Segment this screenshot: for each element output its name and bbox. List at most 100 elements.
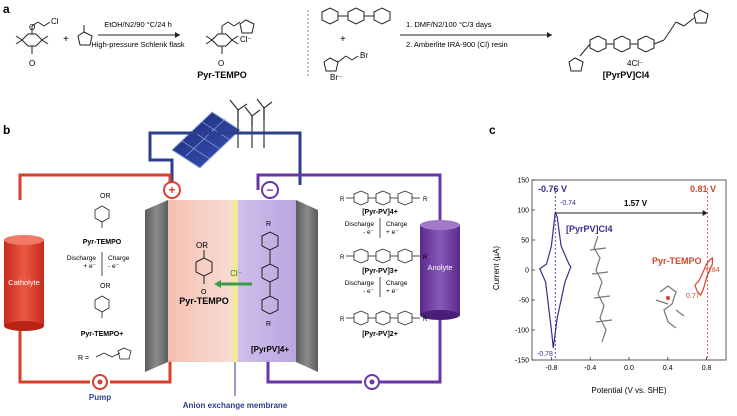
- product-counterion: Cl⁻: [240, 35, 252, 44]
- y-tick-label-1: -100: [515, 328, 529, 335]
- anolyte-loop-bottom-left: [266, 360, 362, 384]
- panel-b-label: b: [3, 123, 10, 137]
- rxn2-step2: 2. Amberlite IRA-900 (Cl) resin: [406, 40, 508, 49]
- r-label-2a: R: [340, 255, 345, 261]
- left-mol-top: Pyr-TEMPO: [83, 239, 122, 246]
- y-tick-label-3: 0: [525, 268, 529, 275]
- pump-label: Pump: [89, 393, 111, 402]
- right-charge-e-1: + e⁻: [386, 229, 399, 236]
- right-discharge-2: Discharge: [345, 280, 375, 287]
- right-discharge-1: Discharge: [345, 221, 375, 228]
- right-viologen-2: [346, 248, 420, 264]
- right-state-1: [Pyr-PV]4+: [362, 209, 398, 216]
- catholyte-label: Catholyte: [8, 278, 40, 287]
- product-counterion-4cl: 4Cl⁻: [627, 59, 643, 68]
- negative-terminal: [261, 181, 279, 199]
- center-tempo-o: O: [201, 289, 207, 296]
- y-tick-label-0: -150: [515, 358, 529, 365]
- left-tempo-structure-bottom: [94, 295, 110, 318]
- r-label-1b: R: [423, 197, 428, 203]
- r-equals: R =: [78, 355, 89, 362]
- reactant-bipyridine: [321, 7, 391, 25]
- nitroxide-o: O: [29, 59, 35, 68]
- right-redox-column: R R [Pyr-PV]4+ Discharge - e⁻ Charge + e…: [340, 190, 428, 338]
- left-tempo-structure-top: [94, 205, 110, 228]
- anion-exchange-membrane: [232, 200, 238, 362]
- left-charge-e: - e⁻: [108, 263, 119, 270]
- x-tick-label-1: -0.4: [584, 365, 596, 372]
- left-or-top: OR: [100, 193, 111, 200]
- cv-curve-pyrpv: [539, 211, 572, 349]
- label-tempo: Pyr-TEMPO: [652, 256, 702, 266]
- power-wire: [148, 131, 302, 185]
- left-discharge: Discharge: [67, 255, 97, 262]
- reactant-tempo-chloride: [15, 21, 51, 54]
- membrane-label: Anion exchange membrane: [183, 401, 288, 410]
- panel-c-label: c: [489, 123, 496, 137]
- positive-electrode: [145, 200, 168, 372]
- ann-left-potential: -0.76 V: [538, 184, 567, 194]
- rxn1-conditions-top: EtOH/N2/90 °C/24 h: [104, 20, 172, 29]
- catholyte-loop-bottom-right: [110, 360, 172, 384]
- right-discharge-e-2: - e⁻: [363, 288, 374, 295]
- anolyte-loop-bottom-right: [380, 318, 442, 384]
- anolyte-tank: [420, 225, 460, 315]
- r-group-structure: [95, 347, 132, 360]
- catholyte-pump-center: [97, 379, 103, 385]
- center-viologen-structure: [261, 231, 279, 315]
- oxygen-atom: O: [29, 23, 35, 32]
- ann-top-left: -0.74: [560, 200, 576, 207]
- catholyte-compartment: [168, 200, 232, 362]
- rxn1-conditions-bottom: High-pressure Schlenk flask: [91, 40, 185, 49]
- x-tick-label-0: -0.8: [545, 365, 557, 372]
- left-charge: Charge: [108, 255, 130, 262]
- product-name-pyr-tempo: Pyr-TEMPO: [197, 70, 247, 80]
- r-label-3b: R: [423, 317, 428, 323]
- positive-terminal: [163, 181, 181, 199]
- plus-sign-2: +: [340, 34, 346, 45]
- tempo-molecule-model: [655, 285, 685, 329]
- reactant-bromopropyl-pyrrolidinium: [323, 55, 359, 72]
- label-pyrpv: [PyrPV]Cl4: [566, 224, 613, 234]
- y-tick-label-5: 100: [517, 208, 529, 215]
- right-charge-2: Charge: [386, 280, 408, 287]
- ann-right-potential: 0.81 V: [690, 184, 716, 194]
- negative-electrode: [296, 200, 318, 372]
- catholyte-loop-top: [18, 173, 172, 200]
- center-pyr-tempo-structure: [195, 250, 213, 284]
- center-right-mol: [PyrPV]4+: [251, 345, 289, 354]
- ann-top-right: 0.84: [706, 267, 720, 274]
- negative-sign: −: [266, 183, 273, 197]
- reactant-br: Br: [360, 51, 368, 60]
- y-tick-label-6: 150: [517, 178, 529, 185]
- methylpyrrolidine: [77, 25, 93, 46]
- right-state-3: [Pyr-PV]2+: [362, 331, 398, 338]
- center-or-label: OR: [196, 241, 208, 250]
- chloride-label: Cl⁻: [230, 269, 242, 278]
- reactant-halide: Cl: [51, 17, 59, 26]
- r-label-2b: R: [423, 255, 428, 261]
- right-charge-e-2: + e⁻: [386, 288, 399, 295]
- gap-arrowhead: [702, 210, 708, 216]
- rxn2-arrowhead: [547, 32, 552, 38]
- cv-curve-pyr-tempo: [694, 256, 713, 297]
- ann-gap: 1.57 V: [624, 199, 648, 208]
- anolyte-loop-top: [256, 173, 442, 225]
- left-mol-bottom: Pyr-TEMPO+: [81, 331, 124, 338]
- positive-sign: +: [168, 183, 175, 197]
- x-axis-label: Potential (V vs. SHE): [591, 386, 666, 395]
- plus-sign: +: [63, 34, 69, 45]
- anolyte-pump-center: [369, 379, 375, 385]
- product-name-pyrpv: [PyrPV]Cl4: [603, 70, 650, 80]
- wind-turbine-icons: [229, 98, 273, 148]
- panel-a-label: a: [3, 2, 10, 16]
- right-charge-1: Charge: [386, 221, 408, 228]
- rxn2-step1: 1. DMF/N2/100 °C/3 days: [406, 20, 492, 29]
- left-discharge-e: + e⁻: [83, 263, 96, 270]
- right-viologen-1: [346, 190, 420, 206]
- catholyte-tank: [4, 240, 44, 326]
- reactant-br-ion: Br⁻: [330, 73, 342, 82]
